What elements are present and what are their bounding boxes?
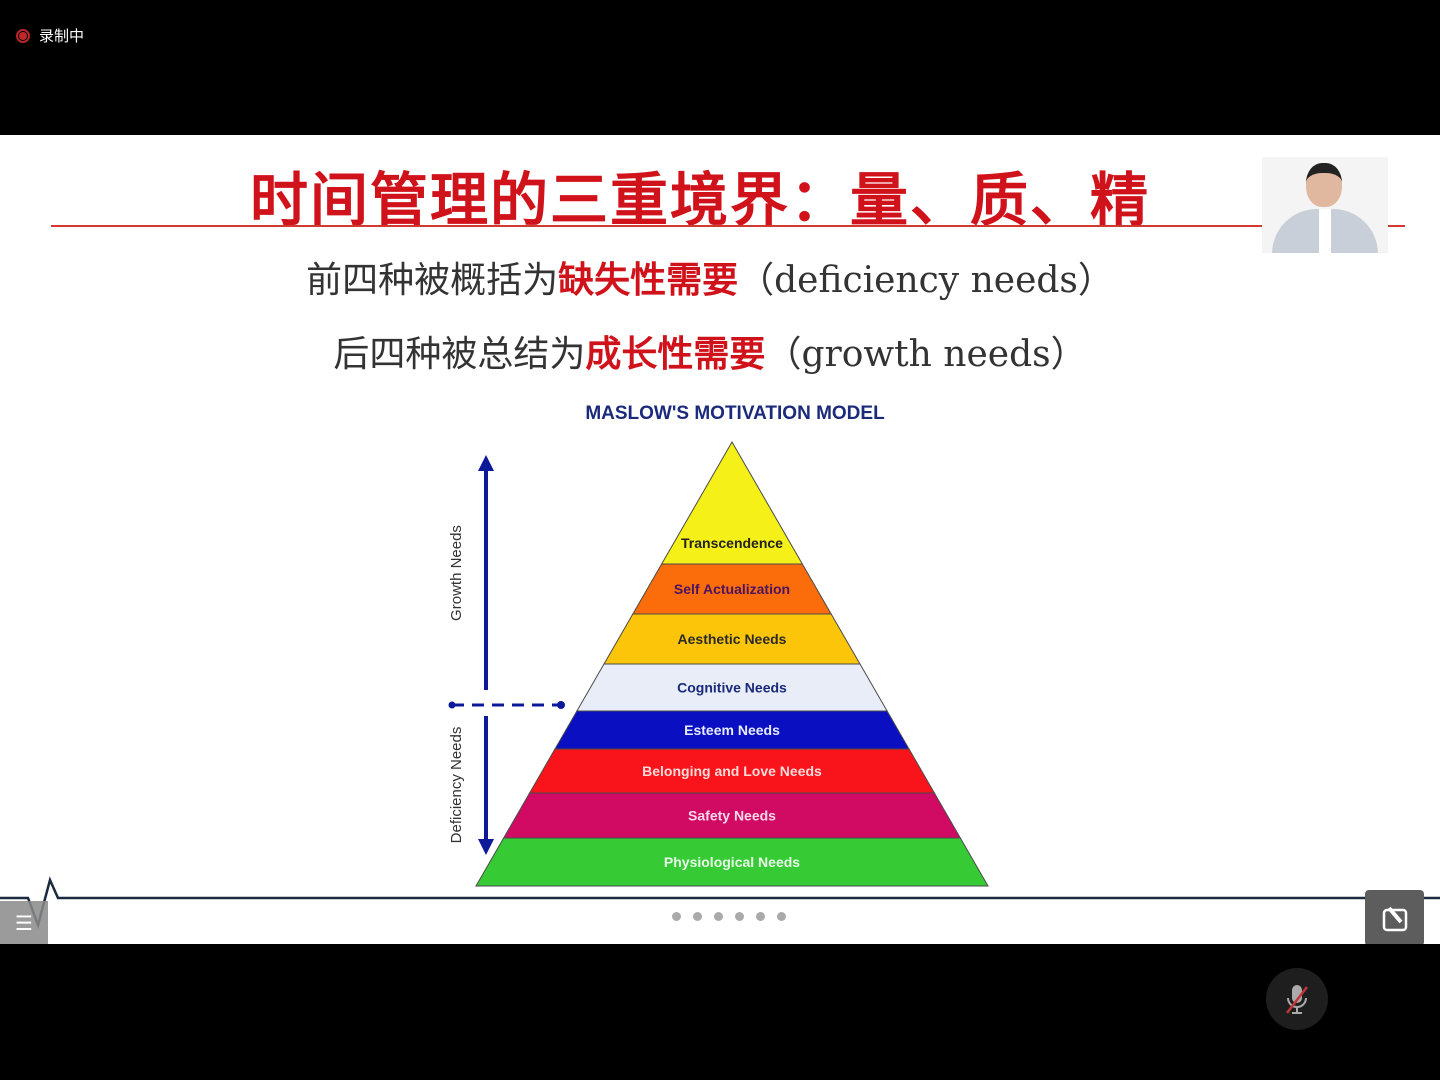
page-dot[interactable]: [714, 912, 723, 921]
pyramid-layer-label: Cognitive Needs: [677, 680, 787, 696]
pyramid-layer-label: Belonging and Love Needs: [642, 763, 822, 779]
deficiency-needs-label: Deficiency Needs: [448, 727, 465, 844]
chart-title: MASLOW'S MOTIVATION MODEL: [585, 403, 885, 424]
arrow-down-icon: [478, 839, 494, 855]
line1-highlight: 缺失性需要: [558, 260, 739, 301]
pyramid-layer-label: Aesthetic Needs: [678, 631, 787, 647]
edit-icon: [1382, 906, 1407, 932]
pyramid-layer-label: Transcendence: [681, 535, 783, 551]
slide: 时间管理的三重境界：量、质、精 前四种被概括为缺失性需要（deficiency …: [0, 135, 1440, 946]
page-dot[interactable]: [693, 912, 702, 921]
page-dots[interactable]: [672, 912, 786, 921]
slide-title: 时间管理的三重境界：量、质、精: [249, 166, 1150, 234]
page-dot[interactable]: [672, 912, 681, 921]
maslow-pyramid: MASLOW'S MOTIVATION MODEL TranscendenceS…: [0, 403, 1440, 930]
record-icon: [16, 28, 30, 43]
bottom-bar: [0, 944, 1440, 1080]
recording-indicator: 录制中: [16, 25, 84, 46]
pyramid-layer-label: Safety Needs: [688, 808, 776, 824]
page-dot[interactable]: [756, 912, 765, 921]
pyramid-layer-label: Esteem Needs: [684, 722, 780, 738]
pyramid-layer-label: Self Actualization: [674, 581, 790, 597]
menu-button[interactable]: ☰: [0, 901, 48, 944]
line1-suffix: （deficiency needs）: [738, 260, 1114, 301]
arrow-up-icon: [478, 455, 494, 471]
mute-button[interactable]: [1266, 968, 1328, 1030]
line2-prefix: 后四种被总结为: [333, 334, 586, 375]
presenter-video: [1262, 157, 1388, 253]
growth-needs-label: Growth Needs: [448, 525, 465, 621]
line1-prefix: 前四种被概括为: [306, 260, 559, 301]
list-icon: ☰: [15, 910, 33, 935]
annotate-button[interactable]: [1365, 890, 1424, 946]
line2-highlight: 成长性需要: [585, 334, 766, 375]
page-dot[interactable]: [777, 912, 786, 921]
line2-suffix: （growth needs）: [765, 334, 1087, 375]
subtitle-line-1: 前四种被概括为缺失性需要（deficiency needs）: [0, 251, 1430, 303]
page-dot[interactable]: [735, 912, 744, 921]
pyramid-layer-label: Physiological Needs: [664, 854, 800, 870]
pyramid-layer: [475, 837, 989, 887]
subtitle-line-2: 后四种被总结为成长性需要（growth needs）: [0, 325, 1430, 377]
title-divider: [51, 225, 1405, 227]
recording-label: 录制中: [39, 27, 85, 45]
top-bar: 录制中: [0, 0, 1440, 135]
mic-muted-icon: [1286, 985, 1308, 1014]
